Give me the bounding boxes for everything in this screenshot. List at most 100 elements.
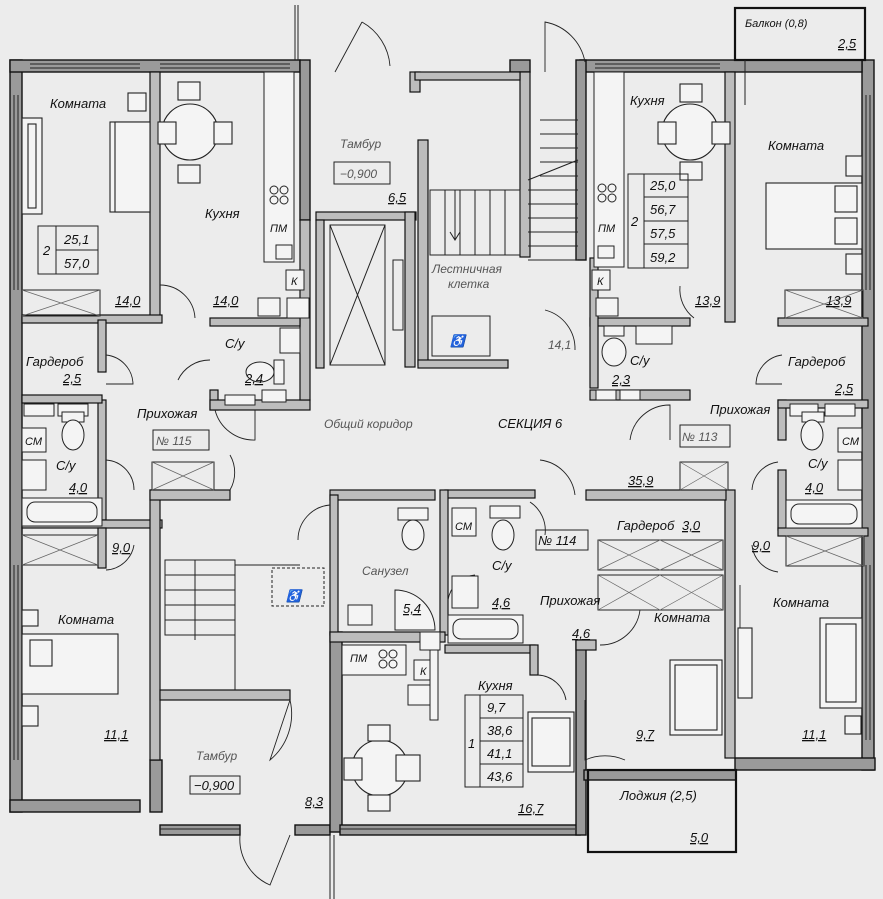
hatched-closets bbox=[21, 289, 865, 611]
apt113-rooms: 2 bbox=[630, 214, 639, 229]
stair-area: 14,1 bbox=[548, 338, 571, 352]
stair-label-line2: клетка bbox=[448, 277, 490, 291]
loggia-label: Лоджия (2,5) bbox=[619, 788, 697, 803]
prih-e-label: Прихожая bbox=[710, 402, 770, 417]
komnata-se-label: Комната bbox=[773, 595, 829, 610]
section-label: СЕКЦИЯ 6 bbox=[498, 416, 563, 431]
windows bbox=[13, 5, 871, 899]
su-w-area: 4,0 bbox=[69, 480, 88, 495]
area-e-prih: 9,0 bbox=[752, 538, 771, 553]
area-c-corr: 35,9 bbox=[628, 473, 653, 488]
apt114-value-4: 43,6 bbox=[487, 769, 513, 784]
prih-w-label: Прихожая bbox=[137, 406, 197, 421]
loggia-area: 5,0 bbox=[690, 830, 709, 845]
info-table-115: 2 25,1 57,0 bbox=[37, 225, 99, 275]
balcony-outline: Балкон (0,8) 2,5 bbox=[733, 6, 867, 105]
wheelchair-icon-bottom: ♿ bbox=[286, 589, 303, 603]
apt114-value-2: 38,6 bbox=[487, 723, 513, 738]
apt114-value-3: 41,1 bbox=[487, 746, 512, 761]
furniture-c: СМ ПМ К bbox=[341, 505, 723, 812]
apt114-value-1: 9,7 bbox=[487, 700, 506, 715]
pm-label-ne: ПМ bbox=[598, 223, 616, 235]
staircase-bottom: ♿ bbox=[164, 559, 325, 690]
balcony-area: 2,5 bbox=[837, 36, 857, 51]
su-e-area: 4,0 bbox=[805, 480, 824, 495]
outer-walls bbox=[9, 59, 876, 836]
apt114-number: № 114 bbox=[538, 533, 576, 548]
level-boxes: −0,900 −0,900 bbox=[189, 161, 391, 795]
komnata-c-area: 9,7 bbox=[636, 727, 655, 742]
area-ne-komnata: 13,9 bbox=[826, 293, 851, 308]
area-nw-komnata: 14,0 bbox=[115, 293, 141, 308]
tambur-bottom-label: Тамбур bbox=[196, 749, 237, 763]
apt115-number: № 115 bbox=[156, 434, 192, 448]
k-label-ne: К bbox=[597, 276, 604, 288]
tambur-bottom-level: −0,900 bbox=[194, 778, 235, 793]
su-e-label: С/у bbox=[808, 456, 829, 471]
apt114-rooms: 1 bbox=[468, 736, 475, 751]
k-label-nw: К bbox=[291, 276, 298, 288]
su-c-label: С/у bbox=[492, 558, 513, 573]
komnata-sw-label: Комната bbox=[58, 612, 114, 627]
su-w-label: С/у bbox=[56, 458, 77, 473]
furniture-e: СМ bbox=[737, 403, 863, 735]
corridor-label: Общий коридор bbox=[324, 417, 413, 431]
prih-c-label: Прихожая bbox=[540, 593, 600, 608]
furniture-nw: ПМ К bbox=[21, 71, 310, 406]
su-ne-label: С/у bbox=[630, 353, 651, 368]
apt115-value-2: 57,0 bbox=[64, 256, 90, 271]
area-ne-kitchen: 13,9 bbox=[695, 293, 720, 308]
gard-nw-area: 2,5 bbox=[62, 371, 82, 386]
kitchen-nw-label: Кухня bbox=[205, 206, 240, 221]
komnata-sw-area: 11,1 bbox=[104, 727, 128, 742]
sm-label-c: СМ bbox=[455, 521, 473, 533]
furniture-w: СМ bbox=[21, 403, 119, 727]
info-table-113: 2 25,0 56,7 57,5 59,2 bbox=[627, 173, 689, 269]
wheelchair-icon: ♿ bbox=[450, 334, 467, 348]
pm-label-nw: ПМ bbox=[270, 223, 288, 235]
room-labels: Комната Кухня Тамбур 6,5 Кухня Комната О… bbox=[26, 93, 854, 816]
gard-ne-label: Гардероб bbox=[788, 354, 846, 369]
apartment-numbers: № 115 № 113 № 114 bbox=[152, 424, 731, 551]
komnata-c-label: Комната bbox=[654, 610, 710, 625]
tambur-top-level: −0,900 bbox=[340, 167, 377, 181]
doors bbox=[105, 21, 783, 886]
kitchen-c-label: Кухня bbox=[478, 678, 513, 693]
prih-c-area: 4,6 bbox=[572, 626, 591, 641]
apt113-value-3: 57,5 bbox=[650, 226, 676, 241]
su-nw-area: 2,4 bbox=[244, 371, 263, 386]
su-nw-label: С/у bbox=[225, 336, 246, 351]
apt113-value-1: 25,0 bbox=[649, 178, 676, 193]
sm-label-w: СМ bbox=[25, 436, 43, 448]
area-nw-kitchen: 14,0 bbox=[213, 293, 239, 308]
tambur-top-label: Тамбур bbox=[340, 137, 381, 151]
apt113-value-2: 56,7 bbox=[650, 202, 676, 217]
sanuzel-label: Санузел bbox=[362, 564, 409, 578]
gard-c-area: 3,0 bbox=[682, 518, 701, 533]
interior-walls bbox=[21, 71, 869, 761]
tambur-bottom-area: 8,3 bbox=[305, 794, 324, 809]
apt115-value-1: 25,1 bbox=[63, 232, 89, 247]
balcony-label: Балкон (0,8) bbox=[745, 18, 808, 30]
kitchen-c-area: 16,7 bbox=[518, 801, 544, 816]
stair-label-line1: Лестничная bbox=[431, 262, 503, 276]
sanuzel-area: 5,4 bbox=[403, 601, 421, 616]
info-table-114: 1 9,7 38,6 41,1 43,6 bbox=[464, 694, 524, 788]
staircase-top: Лестничная клетка ♿ 14,1 bbox=[429, 119, 579, 357]
tambur-top-area: 6,5 bbox=[388, 190, 407, 205]
pm-label-c: ПМ bbox=[350, 653, 368, 665]
furniture-ne: ПМ К bbox=[591, 71, 863, 401]
apt115-rooms: 2 bbox=[42, 243, 51, 258]
apt113-value-4: 59,2 bbox=[650, 250, 676, 265]
k-label-c: К bbox=[420, 666, 427, 678]
sm-label-e: СМ bbox=[842, 436, 860, 448]
kitchen-ne-label: Кухня bbox=[630, 93, 665, 108]
gard-nw-label: Гардероб bbox=[26, 354, 84, 369]
su-c-area: 4,6 bbox=[492, 595, 511, 610]
gard-c-label: Гардероб bbox=[617, 518, 675, 533]
komnata-nw-label: Комната bbox=[50, 96, 106, 111]
komnata-se-area: 11,1 bbox=[802, 727, 826, 742]
area-figures: 14,0 14,0 13,9 13,9 9,0 9,0 35,9 bbox=[112, 293, 851, 555]
